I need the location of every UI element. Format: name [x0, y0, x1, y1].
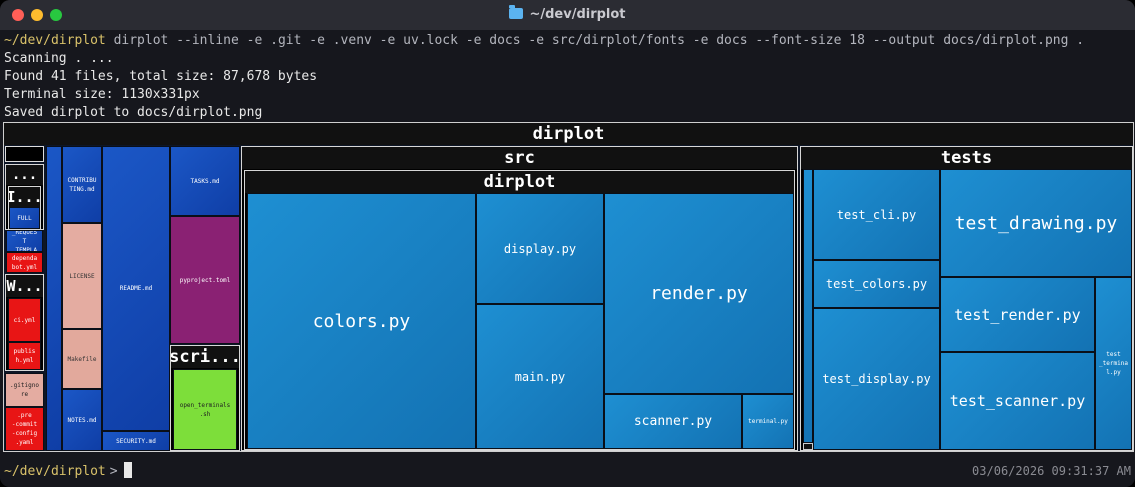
close-button[interactable]: [12, 9, 24, 21]
treemap-empty-cell: [5, 146, 44, 162]
file-display-py: display.py: [476, 193, 604, 304]
file-publish-yml: publis h.yml: [8, 342, 41, 370]
timestamp: 03/06/2026 09:31:37 AM: [972, 464, 1131, 478]
file-notes-md: NOTES.md: [62, 389, 102, 451]
terminal-content[interactable]: ~/dev/dirplot dirplot --inline -e .git -…: [0, 30, 1135, 487]
dir-label: tests: [801, 147, 1132, 169]
command-line: ~/dev/dirplot dirplot --inline -e .git -…: [4, 32, 1084, 50]
title-bar: ~/dev/dirplot: [0, 0, 1135, 31]
file-contributing-md: CONTRIBU TING.md: [62, 146, 102, 223]
treemap-dir-scripts: scri... open_terminals .sh: [170, 345, 240, 451]
file-readme-md: README.md: [102, 146, 170, 431]
file-scanner-py: scanner.py: [604, 394, 742, 449]
treemap-dir-workflows: W... ci.yml publis h.yml: [5, 274, 44, 371]
folder-icon: [509, 5, 524, 19]
file-test-render-py: test_render.py: [940, 277, 1095, 352]
file-open-terminals-sh: open_terminals .sh: [173, 369, 237, 450]
zoom-button[interactable]: [50, 9, 62, 21]
file-dependabot-yml: dependa bot.yml: [6, 252, 43, 273]
file-test-scanner-py: test_scanner.py: [940, 352, 1095, 450]
output-line: Scanning . ...: [4, 51, 114, 66]
file-tiny: [803, 443, 813, 450]
file-unnamed: [46, 146, 62, 451]
file-colors-py: colors.py: [247, 193, 476, 449]
prompt-path: ~/dev/dirplot: [4, 464, 106, 479]
output-line: Terminal size: 1130x331px: [4, 87, 200, 102]
dir-label: src: [242, 147, 797, 169]
file-makefile: Makefile: [62, 329, 102, 389]
file-full: FULL: [9, 207, 40, 229]
file-terminal-py: terminal.py: [742, 394, 794, 449]
treemap-image: dirplot ... I... FULL _REQUES T _TEMPLA …: [3, 122, 1134, 452]
minimize-button[interactable]: [31, 9, 43, 21]
window-title: ~/dev/dirplot: [0, 0, 1135, 30]
file-test-colors-py: test_colors.py: [813, 260, 940, 308]
dir-label: ...: [6, 165, 43, 185]
dir-label: scri...: [171, 346, 239, 368]
file-render-py: render.py: [604, 193, 794, 394]
output-line: Saved dirplot to docs/dirplot.png: [4, 105, 263, 120]
dir-label: I...: [9, 187, 40, 207]
treemap-root-header: dirplot: [4, 123, 1133, 145]
bottom-prompt-line[interactable]: ~/dev/dirplot>: [4, 462, 132, 479]
text-cursor: [123, 462, 132, 478]
treemap-dir-tests: tests test_cli.py test_colors.py test_di…: [800, 146, 1133, 451]
file-pyproject-toml: pyproject.toml: [170, 216, 240, 344]
file-precommit-config: .pre -commit -config .yaml: [5, 407, 44, 451]
dir-label: W...: [6, 275, 43, 297]
file-gitignore: .gitigno re: [5, 373, 44, 407]
window-title-text: ~/dev/dirplot: [529, 7, 626, 22]
file-test-terminals-py: test _termina l.py: [1095, 277, 1132, 450]
file-ci-yml: ci.yml: [8, 298, 41, 342]
file-request-template: _REQUES T _TEMPLA: [6, 230, 43, 252]
file-license: LICENSE: [62, 223, 102, 329]
prompt-symbol: >: [109, 464, 118, 479]
treemap-dir-src-dirplot: dirplot colors.py display.py main.py ren…: [244, 170, 795, 450]
treemap-dir-src: src dirplot colors.py display.py main.py…: [241, 146, 798, 451]
treemap-dir-dotdir: ... I... FULL: [5, 164, 44, 230]
file-main-py: main.py: [476, 304, 604, 449]
treemap-dir-issue: I... FULL: [8, 186, 41, 230]
prompt-path: ~/dev/dirplot: [4, 33, 106, 48]
file-tasks-md: TASKS.md: [170, 146, 240, 216]
file-test-display-py: test_display.py: [813, 308, 940, 450]
command-text: dirplot --inline -e .git -e .venv -e uv.…: [113, 33, 1085, 48]
dir-label: dirplot: [245, 171, 794, 193]
output-line: Found 41 files, total size: 87,678 bytes: [4, 69, 318, 84]
file-test-cli-py: test_cli.py: [813, 169, 940, 260]
file-test-drawing-py: test_drawing.py: [940, 169, 1132, 277]
file-unnamed-test: [803, 169, 813, 443]
file-security-md: SECURITY.md: [102, 431, 170, 451]
